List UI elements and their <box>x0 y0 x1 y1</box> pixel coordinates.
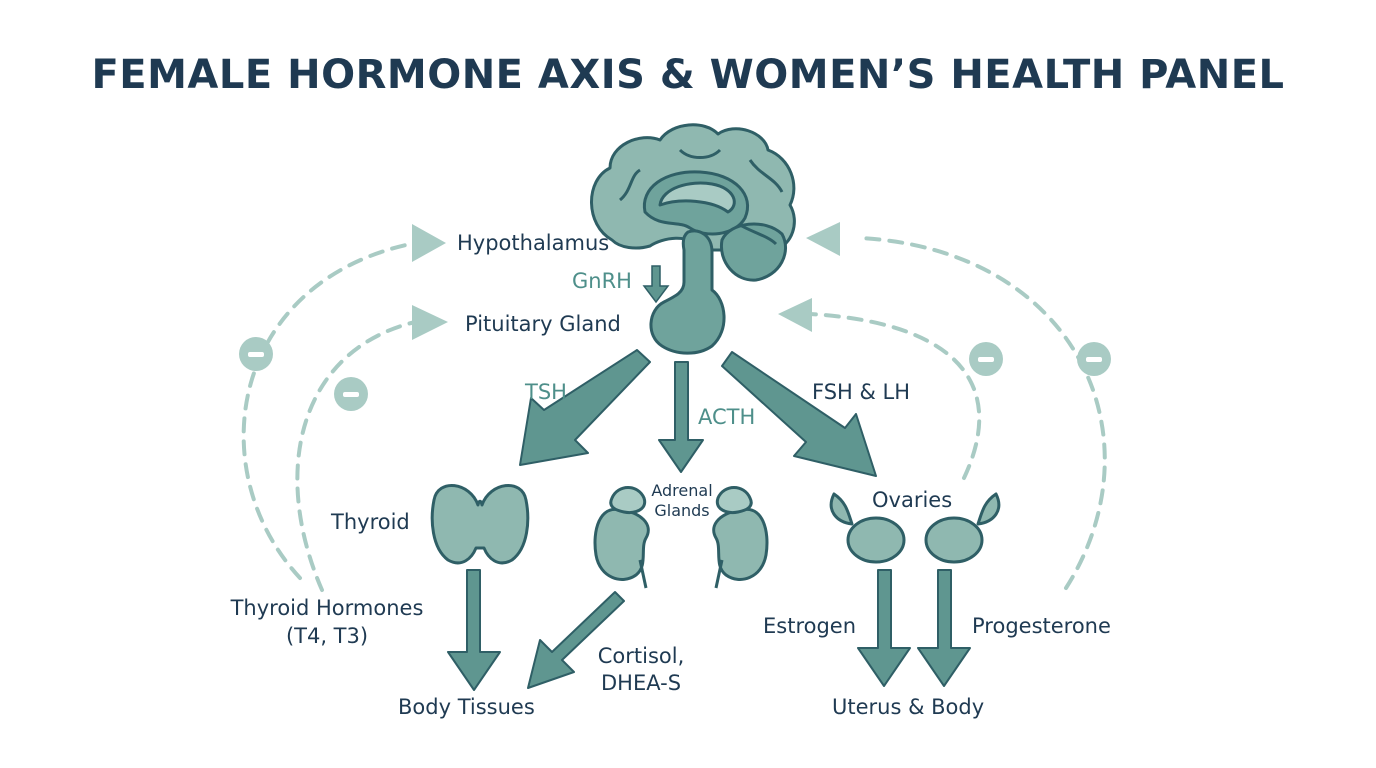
brain-fold <box>748 159 784 193</box>
ovaries-label: Ovaries <box>872 488 953 512</box>
left-fallopian-tube <box>829 492 854 526</box>
cortisol-label-line2: DHEA-S <box>600 671 682 695</box>
minus-icon <box>969 342 1003 376</box>
tsh-arrow <box>519 349 651 466</box>
page-title: FEMALE HORMONE AXIS & WOMEN’S HEALTH PAN… <box>91 52 1285 98</box>
estrogen-label: Estrogen <box>763 614 857 638</box>
pituitary-label: Pituitary Gland <box>465 312 621 336</box>
hypothalamus-label: Hypothalamus <box>457 231 610 255</box>
feedback-thyroid-to-pituitary <box>295 320 417 592</box>
left-ureter <box>638 559 648 589</box>
feedback-arrowhead <box>412 305 448 340</box>
brainstem-pituitary <box>649 229 726 355</box>
acth-label: ACTH <box>698 405 756 429</box>
cortisol-label-line1: Cortisol, <box>597 644 685 668</box>
right-fallopian-tube <box>976 492 1001 526</box>
left-kidney <box>593 507 650 581</box>
body-tissues-label: Body Tissues <box>398 695 535 719</box>
minus-icon <box>1077 342 1111 376</box>
progesterone-arrow <box>917 569 971 687</box>
feedback-arrowhead <box>778 298 812 332</box>
feedback-arrowhead <box>806 222 840 256</box>
corpus-callosum <box>658 181 736 214</box>
adrenal-label-line2: Glands <box>654 501 710 520</box>
tsh-label: TSH <box>525 380 567 404</box>
minus-icon <box>239 337 273 371</box>
thyroid-icon <box>430 483 530 565</box>
estrogen-arrow <box>857 569 911 687</box>
feedback-ovaries-to-pituitary <box>808 312 982 480</box>
gnrh-label: GnRH <box>572 269 632 293</box>
uterus-body-label: Uterus & Body <box>832 695 985 719</box>
feedback-arrowhead <box>412 224 446 262</box>
thyroid-hormones-label-line2: (T4, T3) <box>285 624 369 648</box>
adrenal-kidney-icon <box>593 486 769 589</box>
thyroid-to-tissues-arrow <box>447 569 501 691</box>
fsh-lh-arrow <box>721 351 877 477</box>
brain-fold <box>618 168 641 202</box>
right-adrenal <box>715 486 753 514</box>
fsh-lh-label: FSH & LH <box>812 380 911 404</box>
thyroid-hormones-label-line1: Thyroid Hormones <box>230 596 424 620</box>
right-ureter <box>714 559 724 589</box>
brain-fold <box>739 223 778 246</box>
adrenal-label-line1: Adrenal <box>651 481 713 500</box>
feedback-thyroid-to-hypothalamus <box>241 241 417 580</box>
brain-icon <box>590 123 796 355</box>
feedback-arrowheads <box>412 222 840 340</box>
adrenal-to-tissues-arrow <box>527 591 625 689</box>
acth-arrow <box>658 361 704 473</box>
progesterone-label: Progesterone <box>972 614 1111 638</box>
ovary-icon <box>829 492 1001 564</box>
gnrh-arrow <box>642 265 670 304</box>
thyroid-label: Thyroid <box>331 510 410 534</box>
right-kidney <box>712 507 769 581</box>
left-adrenal <box>609 486 647 514</box>
minus-icon <box>334 377 368 411</box>
brain-fold <box>678 148 722 159</box>
left-ovary <box>846 516 906 564</box>
right-ovary <box>924 516 984 564</box>
